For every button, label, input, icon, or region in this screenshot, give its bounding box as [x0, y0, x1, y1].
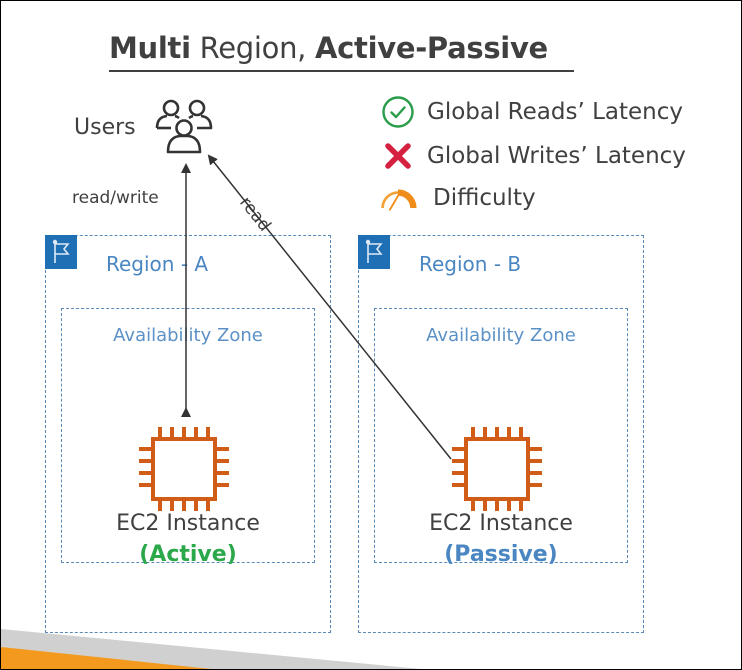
ec2-chip-icon	[452, 427, 542, 511]
ec2-state-passive: (Passive)	[444, 542, 558, 567]
footer-decoration	[1, 629, 421, 669]
region-a: Region - A Availability Zone EC2 Instanc…	[45, 235, 331, 633]
region-name: Region - B	[419, 252, 522, 276]
legend-label: Difficulty	[433, 185, 536, 211]
title-region: Region,	[190, 31, 315, 65]
legend-item-reads: Global Reads’ Latency	[379, 95, 683, 129]
ec2-instance-label: EC2 Instance	[429, 511, 573, 536]
region-b: Region - B Availability Zone EC2 Instanc…	[358, 235, 644, 633]
legend-label: Global Reads’ Latency	[427, 99, 683, 125]
difficulty-gauge-icon	[379, 181, 417, 215]
availability-zone: Availability Zone EC2 Instance (Active)	[61, 308, 315, 567]
title-bold-multi: Multi	[109, 31, 191, 65]
availability-zone-label: Availability Zone	[426, 325, 576, 346]
title-bold-active-passive: Active-Passive	[314, 31, 548, 65]
availability-zone: Availability Zone EC2 Instance (Passive)	[374, 308, 628, 567]
legend-label: Global Writes’ Latency	[427, 143, 686, 169]
legend-item-difficulty: Difficulty	[379, 181, 536, 215]
users-group-icon	[155, 99, 213, 154]
availability-zone-label: Availability Zone	[113, 325, 263, 346]
users-label: Users	[74, 115, 136, 140]
check-circle-icon	[379, 95, 417, 129]
ec2-instance-label: EC2 Instance	[116, 511, 260, 536]
cross-icon	[379, 139, 417, 173]
ec2-state-active: (Active)	[139, 542, 237, 567]
read-label: read	[235, 193, 275, 236]
region-name: Region - A	[106, 252, 209, 276]
title-underline	[109, 70, 574, 72]
region-flag-icon	[45, 235, 77, 269]
ec2-chip-icon	[139, 427, 229, 511]
read-write-label: read/write	[72, 188, 159, 208]
slide-title: Multi Region, Active-Passive	[109, 31, 548, 65]
region-flag-icon	[358, 235, 390, 269]
legend-item-writes: Global Writes’ Latency	[379, 139, 686, 173]
